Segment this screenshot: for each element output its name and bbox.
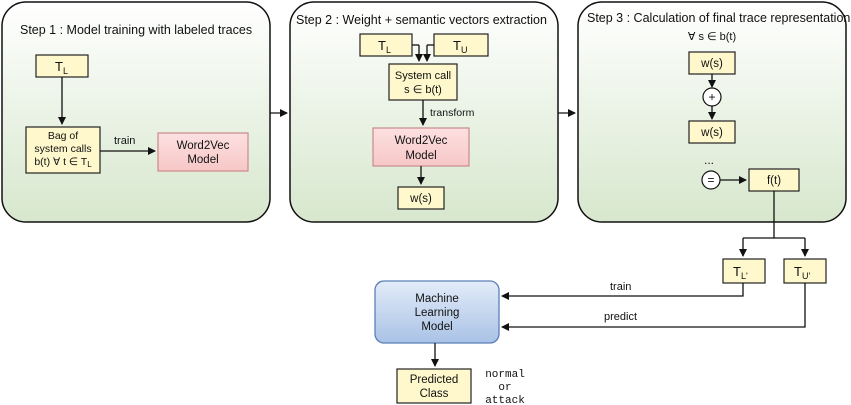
step2-title: Step 2 : Weight + semantic vectors extra…: [296, 13, 547, 27]
svg-text:Word2Vec: Word2Vec: [177, 140, 230, 152]
step3-forall: ∀ s ∈ b(t): [688, 31, 736, 43]
svg-text:Predicted: Predicted: [410, 374, 459, 386]
svg-text:b(t) ∀ t ∈ TL: b(t) ∀ t ∈ TL: [34, 156, 92, 169]
step2-tl-box: TL: [359, 33, 413, 57]
plus-node: +: [702, 87, 722, 107]
machine-learning-model-box: Machine Learning Model: [374, 280, 500, 344]
predicted-class-box: Predicted Class: [396, 368, 472, 404]
step3-panel: Step 3 : Calculation of final trace repr…: [577, 1, 850, 223]
svg-text:TL: TL: [55, 59, 68, 76]
tl-prime-box: TL': [722, 258, 766, 284]
svg-text:Learning: Learning: [415, 307, 460, 319]
step2-tu-box: TU: [433, 33, 489, 57]
svg-text:Class: Class: [420, 388, 449, 400]
step1-panel: Step 1 : Model training with labeled tra…: [1, 1, 271, 223]
svg-text:Machine: Machine: [415, 293, 458, 305]
svg-text:TU': TU': [794, 264, 810, 281]
svg-text:TL: TL: [378, 38, 391, 55]
step3-ws-box-2: w(s): [688, 120, 736, 144]
tu-prime-box: TU': [783, 258, 827, 284]
svg-text:attack: attack: [485, 395, 525, 405]
step2-ws-box: w(s): [397, 186, 445, 210]
svg-text:Model: Model: [421, 321, 452, 333]
bottom-train-label: train: [610, 281, 631, 293]
svg-text:system calls: system calls: [34, 143, 91, 155]
system-call-box: System call s ∈ b(t): [388, 63, 458, 101]
svg-text:f(t): f(t): [767, 175, 781, 187]
svg-text:w(s): w(s): [700, 58, 723, 70]
svg-text:normal: normal: [485, 369, 525, 381]
step1-title: Step 1 : Model training with labeled tra…: [20, 23, 252, 37]
step1-train-label: train: [114, 135, 135, 147]
svg-text:TU: TU: [453, 38, 467, 55]
svg-text:Model: Model: [187, 154, 218, 166]
svg-text:Model: Model: [405, 150, 436, 162]
ellipsis: ...: [704, 153, 714, 167]
step1-word2vec-box: Word2Vec Model: [157, 132, 249, 172]
step3-title: Step 3 : Calculation of final trace repr…: [587, 11, 850, 25]
ft-box: f(t): [748, 168, 800, 192]
svg-text:TL': TL': [733, 264, 748, 281]
arrow-predict-to-ml: [501, 283, 806, 331]
svg-text:System call: System call: [395, 70, 451, 82]
step3-ws-box-1: w(s): [688, 51, 736, 75]
svg-text:=: =: [707, 173, 714, 187]
bag-of-system-calls-box: Bag of system calls b(t) ∀ t ∈ TL: [25, 126, 101, 174]
arrow-train-to-ml: [501, 283, 744, 300]
step2-word2vec-box: Word2Vec Model: [372, 127, 470, 167]
svg-text:or: or: [498, 382, 511, 394]
svg-text:w(s): w(s): [700, 127, 723, 139]
transform-label: transform: [430, 107, 475, 119]
svg-text:Bag of: Bag of: [48, 130, 78, 142]
svg-text:+: +: [708, 90, 715, 104]
step1-tl-box: TL: [35, 54, 89, 78]
predict-label: predict: [604, 311, 637, 323]
step2-panel: Step 2 : Weight + semantic vectors extra…: [289, 1, 559, 223]
svg-text:Word2Vec: Word2Vec: [395, 135, 448, 147]
svg-text:w(s): w(s): [409, 193, 432, 205]
outcome-labels: normal or attack: [485, 369, 525, 405]
svg-text:s ∈ b(t): s ∈ b(t): [404, 84, 442, 96]
equals-node: =: [701, 170, 721, 190]
